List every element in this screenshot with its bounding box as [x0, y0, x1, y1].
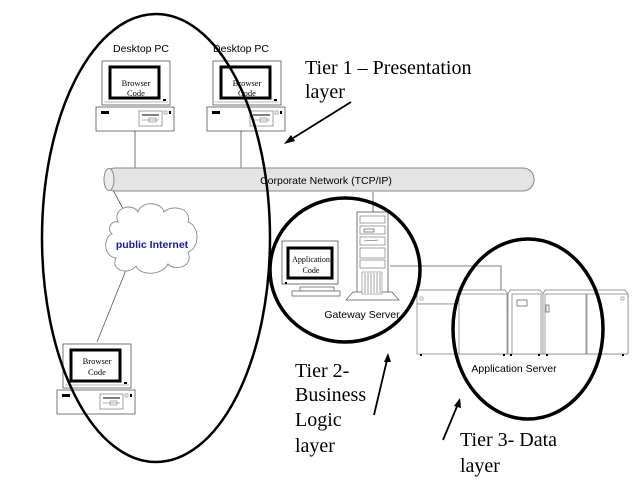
screen-text: Application — [292, 255, 330, 264]
tier-label-line: Tier 1 – Presentation — [305, 57, 471, 79]
server-cabinet-icon — [542, 289, 629, 356]
tier-label-line: layer — [295, 435, 335, 457]
corporate-network-pipe: Corporate Network (TCP/IP) — [103, 167, 535, 192]
tower-server-icon — [345, 211, 400, 301]
tier3-label: Tier 3- Data layer — [442, 398, 557, 477]
app-server-label: Application Server — [471, 363, 557, 375]
arrowhead-icon — [384, 353, 391, 362]
cloud-remote-link — [96, 269, 127, 343]
desktop-pc-label: Desktop PC — [213, 43, 269, 55]
arrowhead-icon — [284, 135, 295, 144]
tier-label-line: Logic — [295, 409, 342, 431]
screen-text: Code — [303, 266, 320, 275]
tier2-label: Tier 2- Business Logic layer — [295, 353, 391, 457]
server-cabinet-icon — [416, 289, 509, 356]
screen-text: Code — [238, 88, 256, 98]
public-internet-cloud: public Internet — [105, 203, 198, 274]
gateway-label: Gateway Server — [324, 309, 400, 321]
desktop-pc-label: Desktop PC — [113, 43, 169, 55]
tier1-label: Tier 1 – Presentation layer — [284, 57, 471, 144]
desktop-pc-1: Desktop PC Browser Code — [94, 43, 176, 133]
desktop-pc-2: Desktop PC Browser Code — [205, 43, 287, 133]
cloud-label: public Internet — [116, 239, 189, 251]
arrowhead-icon — [454, 398, 461, 408]
server-cabinet-icon — [507, 289, 544, 356]
arrow-icon — [373, 359, 388, 416]
tier1-outline — [40, 12, 272, 464]
tier-label-line: Tier 2- — [295, 360, 349, 382]
tier2-outline — [268, 196, 422, 344]
arrow-icon — [442, 403, 459, 441]
tier-label-line: Tier 3- Data — [460, 429, 557, 451]
arrow-icon — [289, 101, 352, 141]
screen-text: Browser — [233, 78, 262, 88]
gateway-server: Application Code Gateway Server — [281, 211, 400, 321]
tier-label-line: layer — [305, 81, 345, 103]
tier-label-line: Business — [295, 384, 366, 406]
tier3-outline — [451, 237, 605, 421]
tier-label-line: layer — [460, 455, 500, 477]
screen-text: Code — [127, 88, 145, 98]
network-label: Corporate Network (TCP/IP) — [260, 175, 392, 187]
screen-text: Browser — [122, 78, 151, 88]
monitor-icon — [281, 240, 341, 297]
application-server: Application Server — [416, 289, 629, 375]
screen-text: Browser — [83, 356, 112, 366]
remote-desktop-pc: Browser Code — [55, 342, 137, 416]
screen-text: Code — [88, 367, 106, 377]
